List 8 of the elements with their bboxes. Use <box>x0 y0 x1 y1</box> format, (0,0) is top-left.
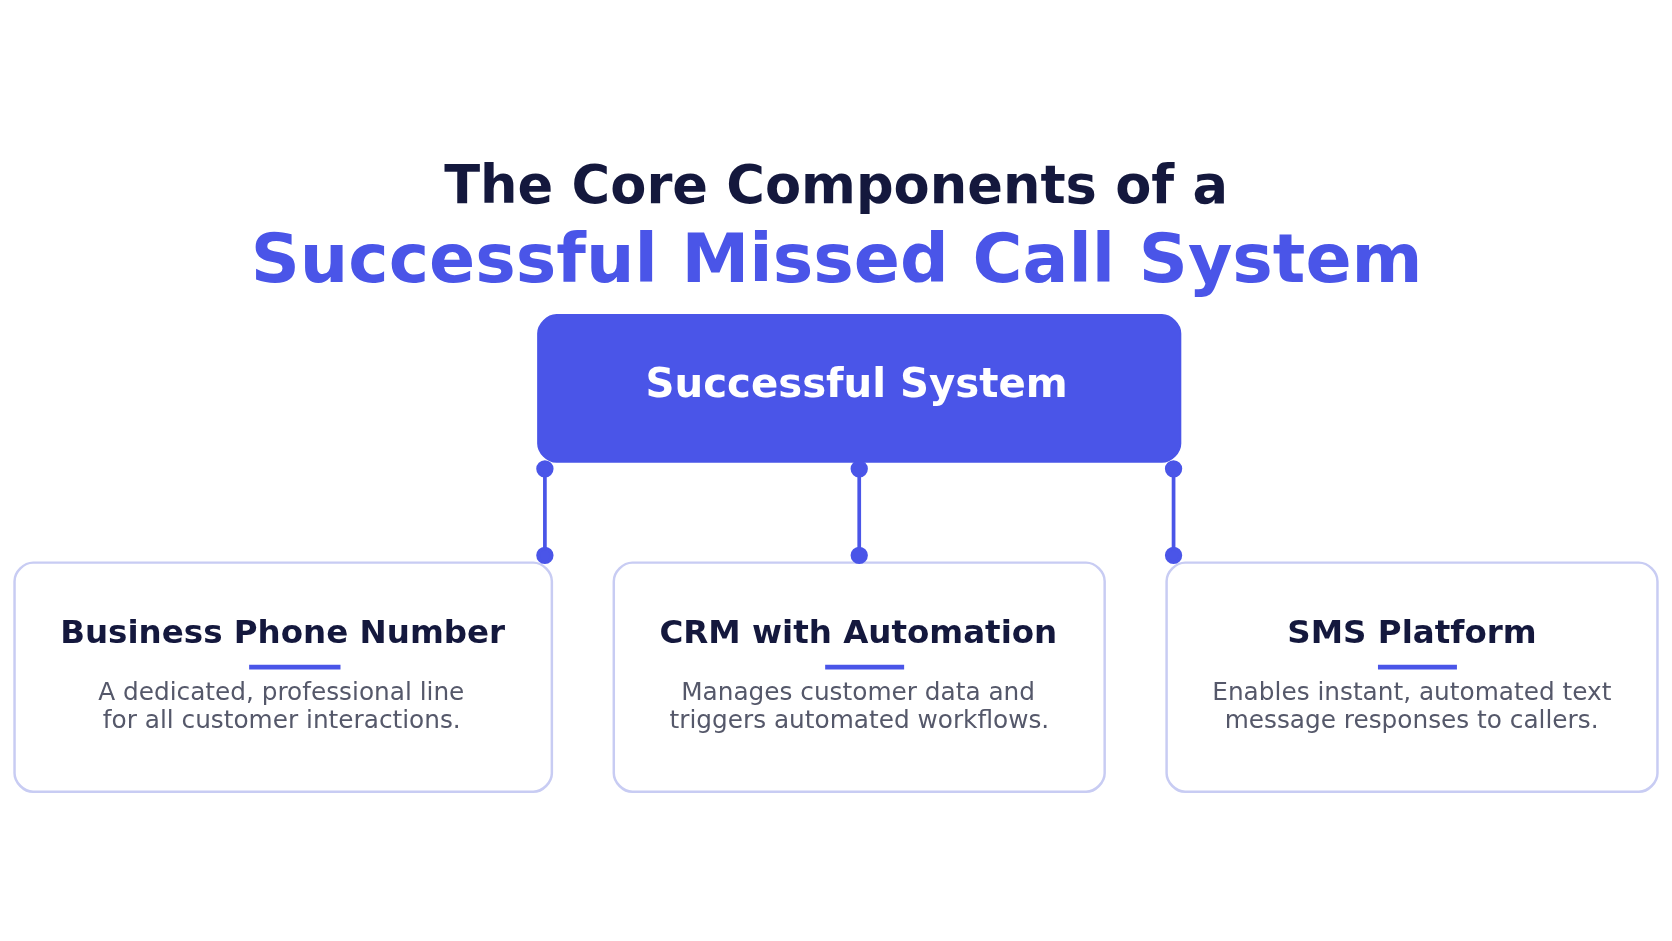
node-box: Business Phone Number A dedicated, professional line for all customer interactions. <box>13 561 554 794</box>
connector <box>850 460 868 565</box>
node-box: Successful System <box>537 314 1182 463</box>
connector <box>536 460 554 565</box>
node-box: CRM with Automation Manages customer data and triggers automated workflows. <box>612 561 1106 794</box>
connector <box>1164 460 1183 565</box>
diagram-title: The Core Components of a Successful Missed Call System <box>250 153 1423 298</box>
node-box: SMS Platform Enables instant, automated text message responses to callers. <box>1165 561 1659 794</box>
